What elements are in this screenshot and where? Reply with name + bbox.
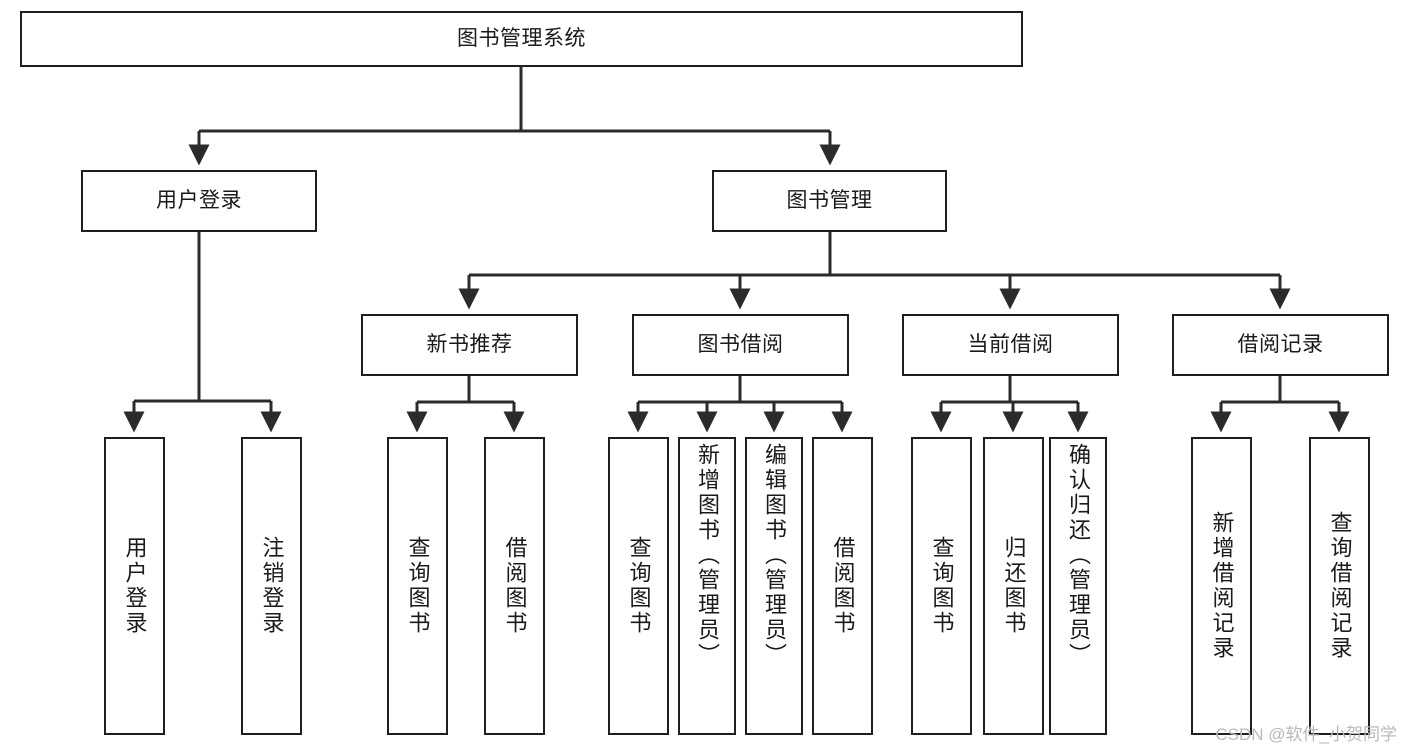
leaf-edit-book[interactable]: 编辑图书（管理员）	[745, 437, 803, 735]
node-user-login[interactable]: 用户登录	[81, 170, 317, 232]
node-borrow-record[interactable]: 借阅记录	[1172, 314, 1389, 376]
leaf-borrow-book-borrow-label: 借阅图书	[830, 536, 856, 636]
node-user-login-label: 用户登录	[156, 188, 242, 212]
node-new-book-recommend-label: 新书推荐	[426, 332, 513, 356]
leaf-query-book-current-label: 查询图书	[929, 536, 955, 636]
leaf-user-login[interactable]: 用户登录	[104, 437, 165, 735]
leaf-add-borrow-record[interactable]: 新增借阅记录	[1191, 437, 1252, 735]
node-root[interactable]: 图书管理系统	[20, 11, 1023, 67]
leaf-query-book-recommend-label: 查询图书	[405, 536, 431, 636]
leaf-return-book[interactable]: 归还图书	[983, 437, 1044, 735]
leaf-borrow-book-recommend[interactable]: 借阅图书	[484, 437, 545, 735]
leaf-confirm-return-label: 确认归还（管理员）	[1066, 443, 1091, 668]
node-borrow-record-label: 借阅记录	[1237, 332, 1324, 356]
leaf-user-login-label: 用户登录	[122, 536, 148, 636]
leaf-borrow-book-borrow[interactable]: 借阅图书	[812, 437, 873, 735]
node-root-label: 图书管理系统	[457, 26, 586, 50]
leaf-edit-book-label: 编辑图书（管理员）	[762, 443, 787, 668]
leaf-query-borrow-record-label: 查询借阅记录	[1327, 511, 1353, 661]
leaf-query-book-borrow[interactable]: 查询图书	[608, 437, 669, 735]
node-current-borrow[interactable]: 当前借阅	[902, 314, 1119, 376]
leaf-add-book[interactable]: 新增图书（管理员）	[678, 437, 736, 735]
leaf-logout[interactable]: 注销登录	[241, 437, 302, 735]
node-new-book-recommend[interactable]: 新书推荐	[361, 314, 578, 376]
leaf-add-book-label: 新增图书（管理员）	[695, 443, 720, 668]
node-book-manage-label: 图书管理	[786, 188, 873, 212]
leaf-query-book-current[interactable]: 查询图书	[911, 437, 972, 735]
leaf-confirm-return[interactable]: 确认归还（管理员）	[1049, 437, 1107, 735]
node-book-borrow[interactable]: 图书借阅	[632, 314, 849, 376]
leaf-borrow-book-recommend-label: 借阅图书	[502, 536, 528, 636]
node-current-borrow-label: 当前借阅	[967, 332, 1054, 356]
leaf-logout-label: 注销登录	[259, 536, 285, 636]
leaf-query-borrow-record[interactable]: 查询借阅记录	[1309, 437, 1370, 735]
leaf-return-book-label: 归还图书	[1001, 536, 1027, 636]
leaf-add-borrow-record-label: 新增借阅记录	[1209, 511, 1235, 661]
node-book-manage[interactable]: 图书管理	[712, 170, 947, 232]
node-book-borrow-label: 图书借阅	[697, 332, 784, 356]
leaf-query-book-recommend[interactable]: 查询图书	[387, 437, 448, 735]
leaf-query-book-borrow-label: 查询图书	[626, 536, 652, 636]
